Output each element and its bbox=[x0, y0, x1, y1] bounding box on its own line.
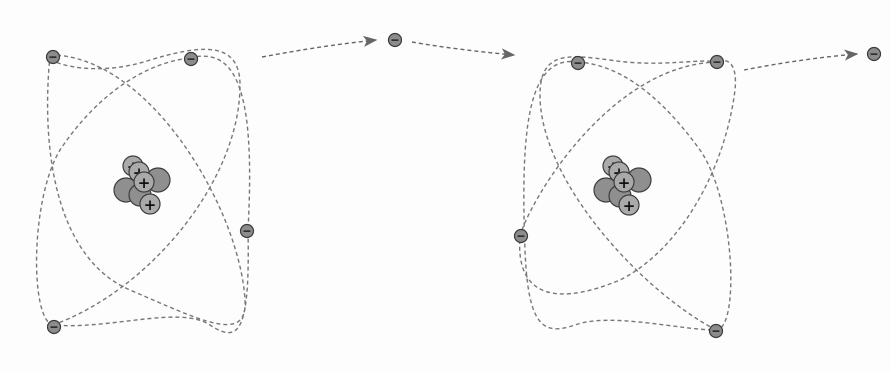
svg-text:+: + bbox=[618, 174, 631, 192]
svg-text:+: + bbox=[138, 174, 151, 192]
electron: − bbox=[48, 321, 61, 334]
proton: + bbox=[619, 195, 639, 215]
electron: − bbox=[515, 230, 528, 243]
svg-text:−: − bbox=[390, 34, 399, 47]
svg-text:+: + bbox=[623, 197, 636, 215]
right-atom-nucleus: + + + + bbox=[594, 156, 651, 215]
electron: − bbox=[710, 325, 723, 338]
svg-text:−: − bbox=[516, 230, 525, 243]
transfer-arrow bbox=[262, 40, 376, 57]
svg-text:+: + bbox=[144, 196, 157, 214]
svg-text:−: − bbox=[186, 53, 195, 66]
svg-text:−: − bbox=[49, 321, 58, 334]
proton: + bbox=[614, 172, 634, 192]
electron: − bbox=[185, 53, 198, 66]
transfer-arrow bbox=[412, 42, 514, 55]
svg-text:−: − bbox=[711, 325, 720, 338]
svg-text:−: − bbox=[242, 225, 251, 238]
electron: − bbox=[572, 57, 585, 70]
proton: + bbox=[140, 194, 160, 214]
right-atom: + + + + − bbox=[515, 56, 736, 338]
left-atom-nucleus: + + + + bbox=[114, 156, 170, 214]
free-electron: − bbox=[389, 34, 402, 47]
electron: − bbox=[47, 51, 60, 64]
electron: − bbox=[241, 225, 254, 238]
free-electron: − bbox=[868, 48, 881, 61]
svg-text:−: − bbox=[869, 48, 878, 61]
transfer-arrow bbox=[744, 54, 857, 70]
svg-text:−: − bbox=[573, 57, 582, 70]
svg-text:−: − bbox=[48, 51, 57, 64]
left-atom: + + + + − bbox=[37, 49, 254, 333]
svg-text:−: − bbox=[712, 56, 721, 69]
proton: + bbox=[134, 172, 154, 192]
electron: − bbox=[711, 56, 724, 69]
